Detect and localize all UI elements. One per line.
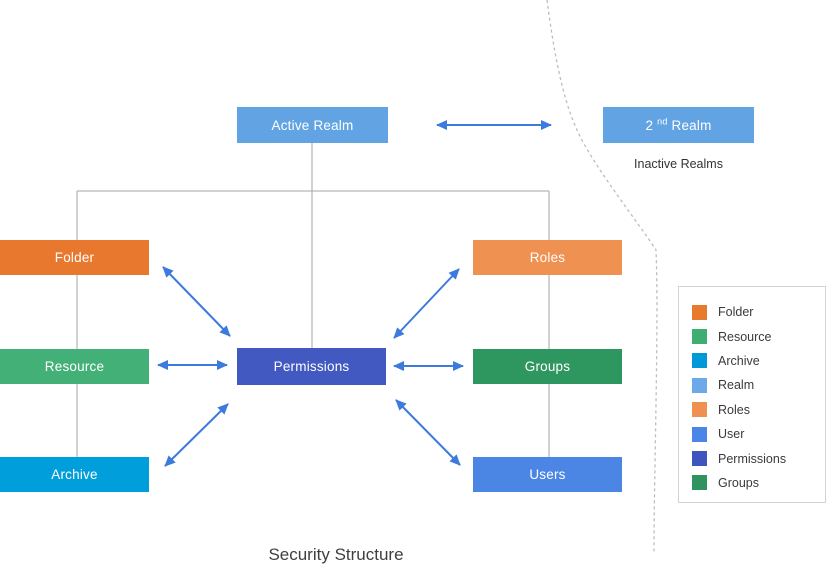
- legend-item-permissions: Permissions: [679, 446, 825, 470]
- node-second-realm: 2 nd Realm: [603, 107, 754, 143]
- node-permissions-label: Permissions: [273, 359, 350, 374]
- legend-label: Folder: [718, 305, 754, 320]
- node-permissions: Permissions: [237, 348, 386, 385]
- node-archive-label: Archive: [51, 467, 98, 482]
- node-active-realm: Active Realm: [237, 107, 388, 143]
- node-users-label: Users: [529, 467, 566, 482]
- legend-label: Permissions: [718, 451, 787, 466]
- legend-swatch-groups: [692, 475, 707, 491]
- legend-label: Realm: [718, 378, 755, 393]
- arrow-folder-permissions: [162, 266, 231, 337]
- legend-item-roles: Roles: [679, 398, 825, 422]
- diagram-title: Security Structure: [268, 545, 404, 564]
- node-resource-label: Resource: [44, 359, 105, 374]
- legend-label: Archive: [718, 353, 760, 368]
- node-groups: Groups: [473, 349, 622, 384]
- legend-item-groups: Groups: [679, 471, 825, 495]
- node-second-realm-label: 2 nd Realm: [645, 116, 712, 133]
- node-roles-label: Roles: [529, 250, 566, 265]
- legend-swatch-permissions: [692, 451, 707, 467]
- node-folder-label: Folder: [54, 250, 95, 265]
- legend: Folder Resource Archive Realm Roles User…: [678, 286, 826, 503]
- node-users: Users: [473, 457, 622, 492]
- node-roles: Roles: [473, 240, 622, 275]
- legend-label: Roles: [718, 402, 750, 417]
- legend-label: Groups: [718, 475, 759, 490]
- node-groups-label: Groups: [524, 359, 571, 374]
- legend-swatch-realm: [692, 377, 707, 393]
- node-folder: Folder: [0, 240, 149, 275]
- node-resource: Resource: [0, 349, 149, 384]
- arrow-permissions-users: [395, 399, 461, 466]
- node-archive: Archive: [0, 457, 149, 492]
- legend-item-folder: Folder: [679, 300, 825, 324]
- legend-label: User: [718, 427, 745, 442]
- legend-swatch-user: [692, 426, 707, 442]
- node-active-realm-label: Active Realm: [271, 117, 354, 133]
- arrow-permissions-roles: [393, 268, 460, 339]
- legend-item-user: User: [679, 422, 825, 446]
- legend-swatch-roles: [692, 402, 707, 418]
- legend-swatch-resource: [692, 329, 707, 345]
- legend-item-archive: Archive: [679, 349, 825, 373]
- legend-item-resource: Resource: [679, 324, 825, 348]
- inactive-realms-label: Inactive Realms: [634, 157, 723, 171]
- legend-label: Resource: [718, 329, 772, 344]
- realm-boundary-curve: [546, 0, 658, 553]
- arrow-archive-permissions: [164, 403, 229, 467]
- legend-swatch-archive: [692, 353, 707, 369]
- legend-item-realm: Realm: [679, 373, 825, 397]
- legend-swatch-folder: [692, 304, 707, 320]
